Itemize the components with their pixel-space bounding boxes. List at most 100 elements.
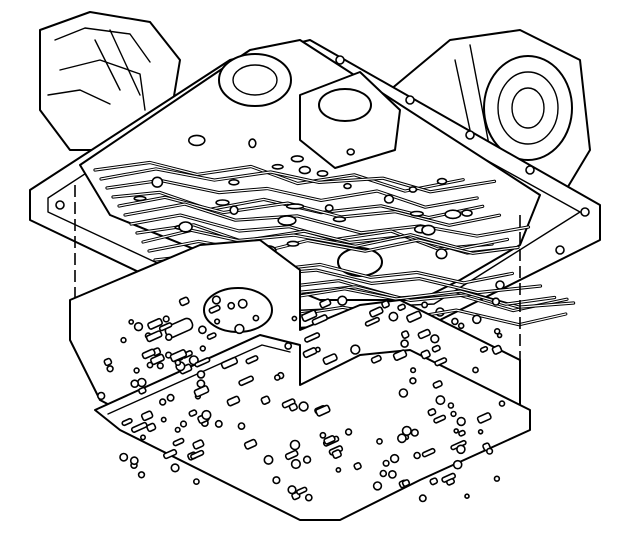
plate-passage-hole bbox=[392, 349, 408, 361]
valve-check-ball-pocket bbox=[421, 224, 436, 236]
valve-check-ball-pocket bbox=[271, 163, 284, 170]
plate-passage-hole bbox=[156, 362, 164, 370]
plate-passage-hole bbox=[364, 316, 380, 327]
plate-passage-hole bbox=[323, 435, 336, 445]
plate-passage-hole bbox=[194, 357, 211, 368]
plate-passage-hole bbox=[409, 377, 417, 385]
plate-passage-hole bbox=[237, 298, 248, 309]
plate-passage-hole bbox=[196, 370, 206, 379]
plate-passage-hole bbox=[456, 416, 466, 427]
plate-passage-hole bbox=[400, 330, 410, 339]
plate-passage-hole bbox=[166, 393, 175, 402]
plate-passage-hole bbox=[206, 332, 217, 340]
plate-passage-hole bbox=[450, 410, 457, 418]
plate-passage-hole bbox=[159, 398, 167, 406]
plate-passage-hole bbox=[214, 318, 221, 325]
plate-passage-hole bbox=[243, 438, 258, 450]
plate-passage-hole bbox=[150, 353, 165, 366]
valve-channel bbox=[118, 196, 501, 226]
plate-passage-hole bbox=[158, 322, 173, 332]
plate-passage-hole bbox=[130, 379, 139, 389]
valve-check-ball-pocket bbox=[383, 194, 395, 204]
plate-passage-hole bbox=[476, 412, 492, 424]
valve-check-ball-pocket bbox=[133, 195, 147, 202]
plate-passage-hole bbox=[170, 463, 180, 473]
plate-passage-hole bbox=[400, 339, 409, 348]
plate-passage-hole bbox=[447, 402, 455, 409]
valve-check-ball-pocket bbox=[346, 148, 356, 156]
valve-check-ball-pocket bbox=[178, 221, 193, 233]
plate-passage-hole bbox=[162, 315, 170, 323]
plate-passage-hole bbox=[413, 451, 421, 460]
valve-check-ball-pocket bbox=[286, 240, 300, 247]
valve-check-ball-pocket bbox=[215, 199, 230, 206]
plate-passage-hole bbox=[315, 404, 331, 417]
plate-passage-hole bbox=[133, 322, 144, 332]
plate-passage-hole bbox=[146, 422, 157, 433]
plate-passage-hole bbox=[284, 449, 299, 461]
plate-passage-hole bbox=[192, 439, 205, 450]
plate-passage-hole bbox=[208, 304, 221, 314]
plate-passage-hole bbox=[372, 481, 383, 491]
plate-passage-hole bbox=[353, 462, 362, 471]
plate-passage-hole bbox=[458, 429, 466, 437]
valve-check-ball-pocket bbox=[408, 186, 418, 193]
valve-check-ball-pocket bbox=[298, 165, 311, 175]
valve-channel bbox=[142, 229, 508, 250]
plate-passage-hole bbox=[237, 422, 246, 430]
plate-passage-hole bbox=[119, 452, 129, 462]
plate-passage-hole bbox=[446, 478, 456, 486]
plate-passage-hole bbox=[129, 456, 139, 466]
plate-passage-hole bbox=[376, 437, 383, 445]
plate-passage-hole bbox=[121, 417, 133, 427]
valve-channel bbox=[106, 179, 478, 208]
plate-passage-hole bbox=[137, 471, 146, 479]
valve-bore-left bbox=[218, 53, 292, 107]
valve-channel bbox=[148, 239, 519, 254]
plate-passage-hole bbox=[486, 447, 494, 455]
plate-passage-hole bbox=[406, 310, 422, 323]
plate-passage-hole bbox=[435, 395, 446, 406]
plate-passage-hole bbox=[227, 301, 236, 310]
plate-passage-hole bbox=[291, 315, 298, 322]
plate-passage-hole bbox=[289, 439, 301, 451]
plate-passage-hole bbox=[388, 311, 399, 322]
plate-passage-hole bbox=[296, 486, 308, 495]
plate-passage-hole bbox=[272, 476, 281, 485]
plate-passage-hole bbox=[479, 345, 489, 353]
plate-passage-hole bbox=[421, 447, 436, 458]
plate-passage-hole bbox=[298, 401, 309, 412]
plate-passage-hole bbox=[389, 453, 400, 464]
valve-check-ball-pocket bbox=[343, 182, 352, 190]
plate-passage-hole bbox=[160, 416, 167, 423]
plate-passage-hole bbox=[193, 385, 210, 398]
valve-check-ball-pocket bbox=[444, 209, 462, 220]
plate-passage-hole bbox=[140, 434, 147, 441]
plate-passage-hole bbox=[387, 469, 397, 479]
plate-passage-hole bbox=[188, 409, 198, 417]
plate-passage-hole bbox=[120, 336, 127, 344]
plate-passage-hole bbox=[401, 479, 411, 487]
plate-passage-hole bbox=[456, 444, 466, 455]
plate-passage-hole bbox=[260, 395, 271, 405]
valve-check-ball-pocket bbox=[188, 134, 206, 147]
plate-passage-hole bbox=[174, 426, 181, 433]
valve-check-ball-pocket bbox=[277, 215, 297, 226]
plate-passage-hole bbox=[96, 391, 106, 401]
plate-passage-hole bbox=[133, 367, 140, 374]
valve-check-ball-pocket bbox=[285, 203, 305, 210]
plate-passage-hole bbox=[290, 458, 302, 470]
plate-passage-hole bbox=[165, 333, 173, 342]
plate-passage-hole bbox=[214, 419, 223, 428]
plate-passage-hole bbox=[103, 357, 113, 367]
plate-passage-hole bbox=[319, 298, 332, 309]
plate-passage-hole bbox=[273, 374, 281, 381]
plate-passage-hole bbox=[464, 493, 470, 500]
plate-passage-hole bbox=[252, 314, 260, 322]
plate-passage-hole bbox=[140, 410, 154, 422]
plate-passage-hole bbox=[398, 388, 409, 398]
valve-check-ball-pocket bbox=[436, 177, 448, 185]
plate-passage-hole bbox=[301, 309, 318, 322]
